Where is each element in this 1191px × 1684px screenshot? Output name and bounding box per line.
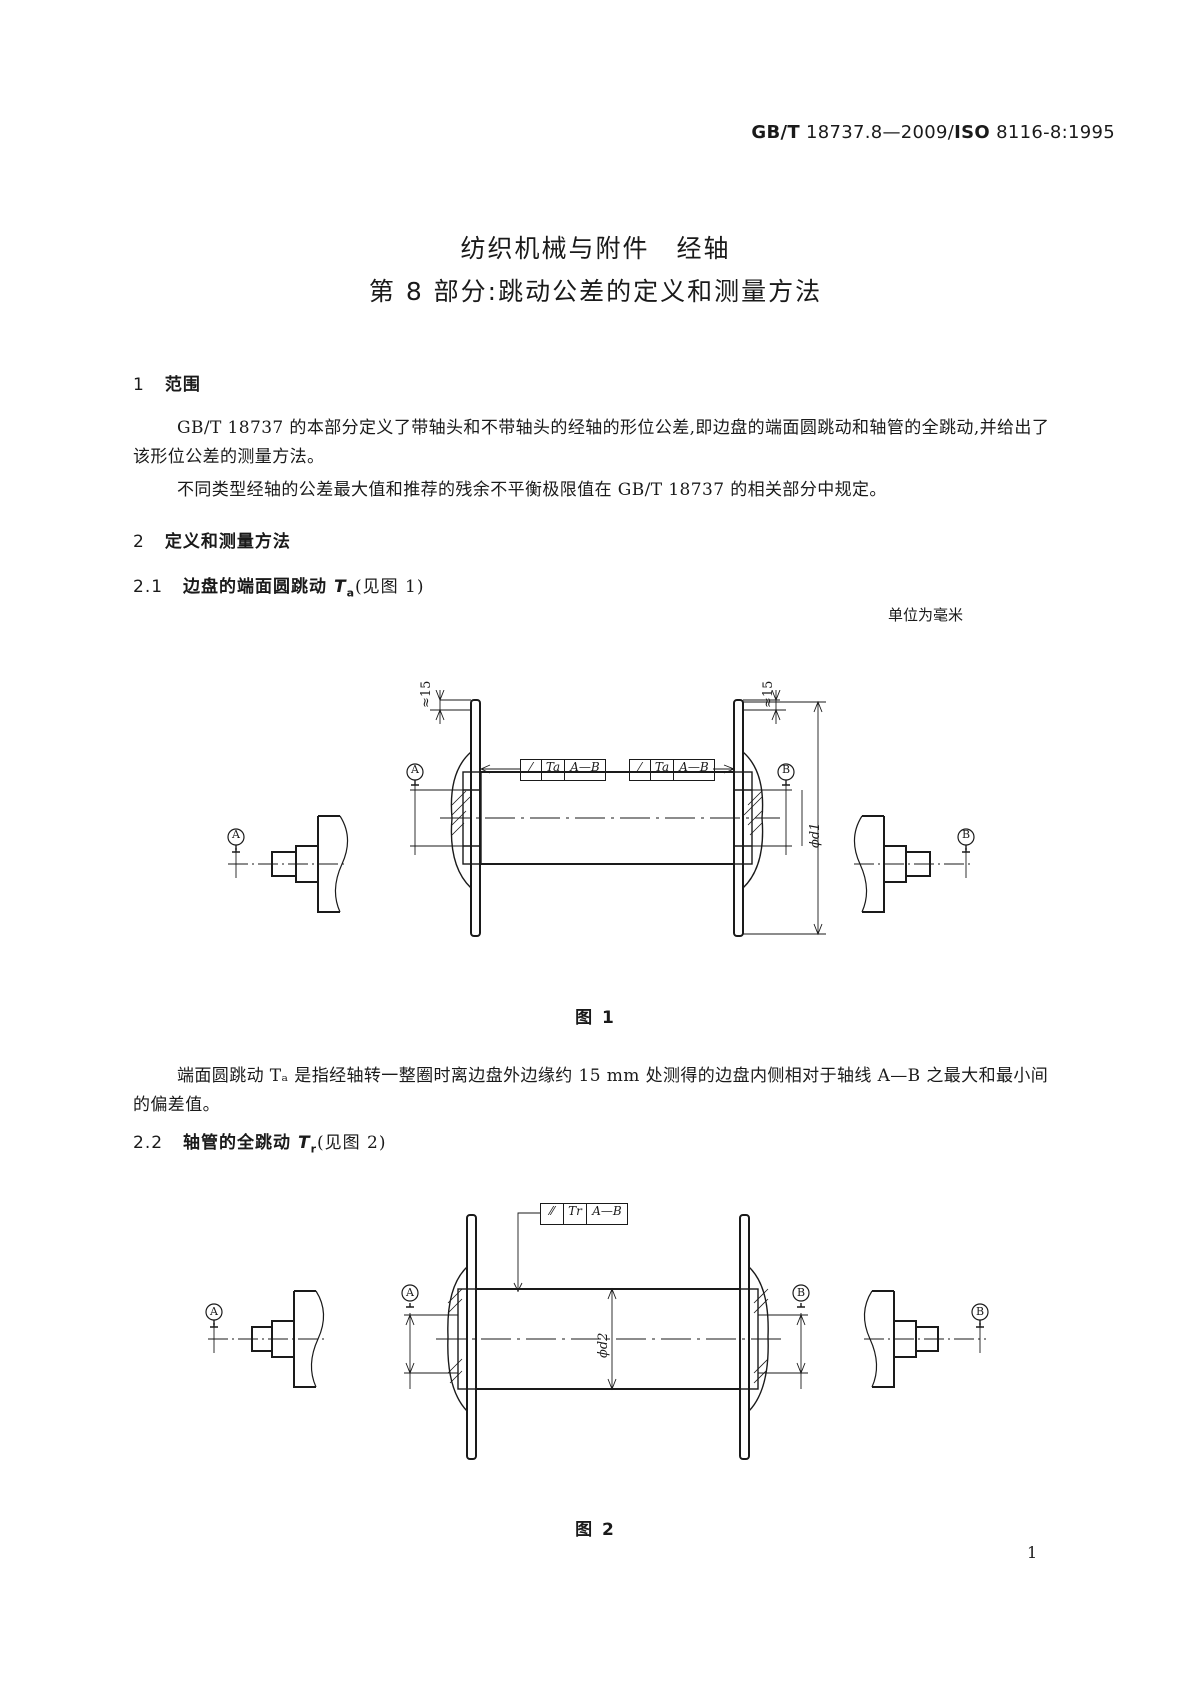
dim-approx-15-left: ≈15 xyxy=(419,680,434,708)
section-2-1-heading: 2.1 边盘的端面圆跳动 Ta(见图 1) xyxy=(133,572,425,599)
document-title-line2: 第 8 部分:跳动公差的定义和测量方法 xyxy=(368,277,823,306)
section-number: 1 xyxy=(133,375,145,395)
tol-symbol: Tr xyxy=(564,1204,587,1224)
section-title: 轴管的全跳动 xyxy=(183,1133,298,1153)
beam-body xyxy=(436,1212,784,1460)
datum-b-label: B xyxy=(796,1286,806,1299)
section-2-2-heading: 2.2 轴管的全跳动 Tr(见图 2) xyxy=(133,1128,387,1155)
left-shaft-end xyxy=(205,1290,325,1388)
code-gbt: GB/T xyxy=(751,122,800,143)
figure-1-caption: 图 1 xyxy=(575,1008,616,1028)
runout-icon: ⁄ xyxy=(630,760,651,780)
tol-datum-ref: A—B xyxy=(570,760,600,774)
code-number: 18737.8—2009/ xyxy=(799,122,955,143)
figure-1-drawing xyxy=(227,690,975,937)
tol-symbol: Ta xyxy=(651,760,674,780)
datum-a-label-left: A xyxy=(232,828,240,841)
code-iso: ISO xyxy=(954,122,991,143)
datum-b-marker xyxy=(758,1284,810,1389)
datum-a-marker xyxy=(401,1284,458,1389)
page-number: 1 xyxy=(1027,1543,1038,1562)
runout-icon: ⁄ xyxy=(521,760,542,780)
symbol: T xyxy=(333,577,347,597)
figure-2-caption: 图 2 xyxy=(575,1520,616,1540)
tol-datum-ref: A—B xyxy=(592,1204,622,1218)
standard-code: GB/T 18737.8—2009/ISO 8116-8:1995 xyxy=(0,122,1115,143)
symbol-subscript: r xyxy=(310,1142,318,1156)
diameter-d1-dimension xyxy=(743,700,826,936)
section-2-heading: 2 定义和测量方法 xyxy=(133,527,291,552)
section-2-1-paragraph: 端面圆跳动 Tₐ 是指经轴转一整圈时离边盘外边缘约 15 mm 处测得的边盘内侧… xyxy=(133,1066,1049,1115)
left-shaft-end xyxy=(227,815,349,913)
document-title-line1: 纺织机械与附件 经轴 xyxy=(460,234,731,263)
section-title: 定义和测量方法 xyxy=(164,532,291,552)
datum-a-label-left: A xyxy=(210,1305,218,1318)
tolerance-frame-total-runout: ⁄⁄ Tr A—B xyxy=(540,1203,628,1225)
figure-2-drawing xyxy=(205,1212,989,1460)
section-number: 2.2 xyxy=(133,1133,164,1153)
right-shaft-end xyxy=(863,1290,989,1388)
datum-b-marker xyxy=(752,763,795,855)
symbol-subscript: a xyxy=(346,586,356,600)
approx-15-left-dimension xyxy=(430,690,471,724)
datum-b-label: B xyxy=(781,763,791,776)
section-title: 范围 xyxy=(164,375,201,395)
section-number: 2.1 xyxy=(133,577,164,597)
tolerance-frame-right: ⁄ Ta A—B xyxy=(629,759,715,781)
datum-a-label: A xyxy=(411,763,419,776)
section-1-heading: 1 范围 xyxy=(133,370,201,395)
tolerance-frame-left: ⁄ Ta A—B xyxy=(520,759,606,781)
datum-b-label-right: B xyxy=(961,828,971,841)
diameter-d2-label: ϕd2 xyxy=(596,1332,611,1358)
datum-b-label-right: B xyxy=(975,1305,985,1318)
section-title: 边盘的端面圆跳动 xyxy=(183,577,334,597)
figure-ref: (见图 2) xyxy=(317,1133,387,1153)
datum-a-marker xyxy=(406,763,463,855)
tol-datum-ref: A—B xyxy=(679,760,709,774)
section-1-paragraph-1: GB/T 18737 的本部分定义了带轴头和不带轴头的经轴的形位公差,即边盘的端… xyxy=(133,418,1050,467)
beam-body xyxy=(440,699,780,937)
approx-15-right-dimension xyxy=(743,690,786,724)
section-1-paragraph-2: 不同类型经轴的公差最大值和推荐的残余不平衡极限值在 GB/T 18737 的相关… xyxy=(177,480,887,500)
unit-note: 单位为毫米 xyxy=(888,606,964,624)
right-shaft-end xyxy=(853,815,975,913)
datum-a-label: A xyxy=(406,1286,414,1299)
code-iso-number: 8116-8:1995 xyxy=(990,122,1115,143)
diameter-d1-label: ϕd1 xyxy=(808,822,823,848)
dim-approx-15-right: ≈15 xyxy=(761,680,776,708)
symbol: T xyxy=(297,1133,311,1153)
tol-symbol: Ta xyxy=(542,760,565,780)
section-number: 2 xyxy=(133,532,145,552)
total-runout-icon: ⁄⁄ xyxy=(541,1204,564,1224)
figure-ref: (见图 1) xyxy=(355,577,425,597)
